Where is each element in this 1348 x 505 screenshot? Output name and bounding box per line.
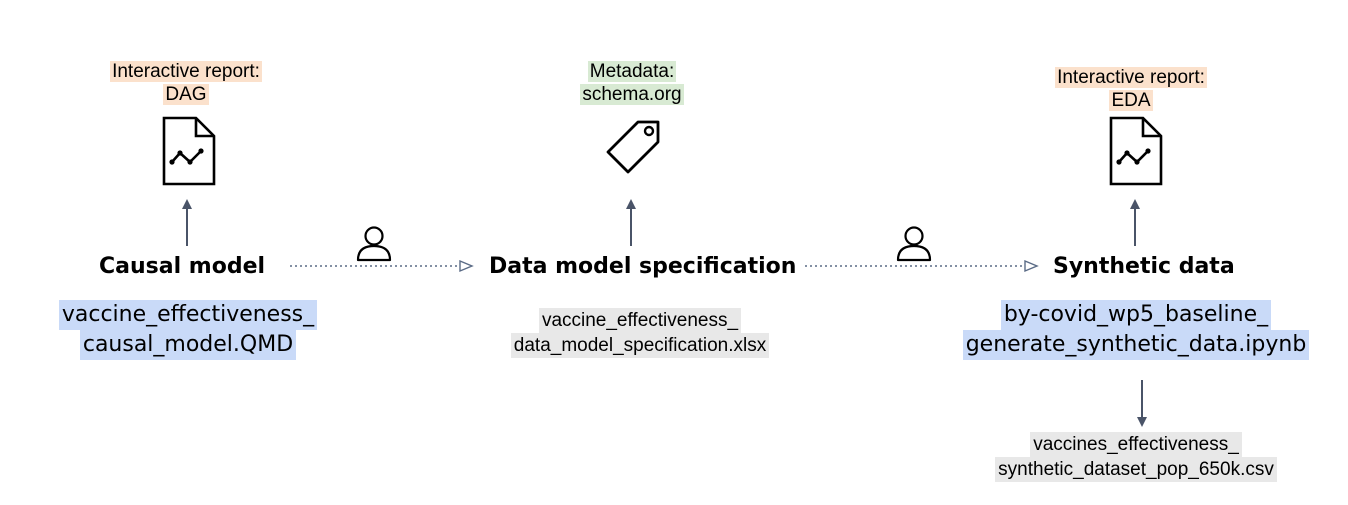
file-line: data_model_specification.xlsx — [510, 333, 770, 358]
person-icon — [356, 226, 392, 262]
eda-report-badge: Interactive report: EDA — [1005, 66, 1257, 112]
dotted-arrow — [290, 259, 474, 273]
arrow-up — [182, 199, 192, 246]
data-model-spec-title: Data model specification — [489, 254, 797, 279]
person-icon — [896, 226, 932, 262]
file-line: by-covid_wp5_baseline_ — [1000, 300, 1272, 330]
causal-report-badge: Interactive report: DAG — [60, 60, 312, 106]
dotted-arrow — [805, 259, 1039, 273]
badge-line: DAG — [163, 84, 209, 105]
file-line: generate_synthetic_data.ipynb — [962, 330, 1310, 360]
report-chart-icon — [162, 116, 216, 186]
arrow-up — [626, 199, 636, 246]
tag-icon — [606, 120, 660, 174]
metadata-badge: Metadata: schema.org — [522, 60, 742, 106]
badge-line: EDA — [1109, 90, 1153, 111]
file-line: synthetic_dataset_pop_650k.csv — [995, 457, 1277, 482]
causal-model-file[interactable]: vaccine_effectiveness_ causal_model.QMD — [40, 300, 336, 360]
report-chart-icon — [1109, 116, 1163, 186]
causal-model-title: Causal model — [99, 254, 266, 279]
data-model-spec-file[interactable]: vaccine_effectiveness_ data_model_specif… — [470, 308, 810, 358]
file-line: causal_model.QMD — [79, 330, 297, 360]
file-line: vaccine_effectiveness_ — [538, 308, 742, 333]
file-line: vaccines_effectiveness_ — [1030, 432, 1242, 457]
badge-line: Interactive report: — [110, 61, 262, 82]
badge-line: Metadata: — [587, 61, 677, 82]
arrow-up — [1130, 199, 1140, 246]
badge-line: schema.org — [580, 84, 684, 105]
arrow-down — [1137, 380, 1147, 427]
synthetic-dataset-file[interactable]: vaccines_effectiveness_ synthetic_datase… — [960, 432, 1312, 482]
synthetic-data-title: Synthetic data — [1053, 254, 1235, 279]
synthetic-notebook-file[interactable]: by-covid_wp5_baseline_ generate_syntheti… — [955, 300, 1317, 360]
file-line: vaccine_effectiveness_ — [58, 300, 318, 330]
badge-line: Interactive report: — [1055, 67, 1207, 88]
